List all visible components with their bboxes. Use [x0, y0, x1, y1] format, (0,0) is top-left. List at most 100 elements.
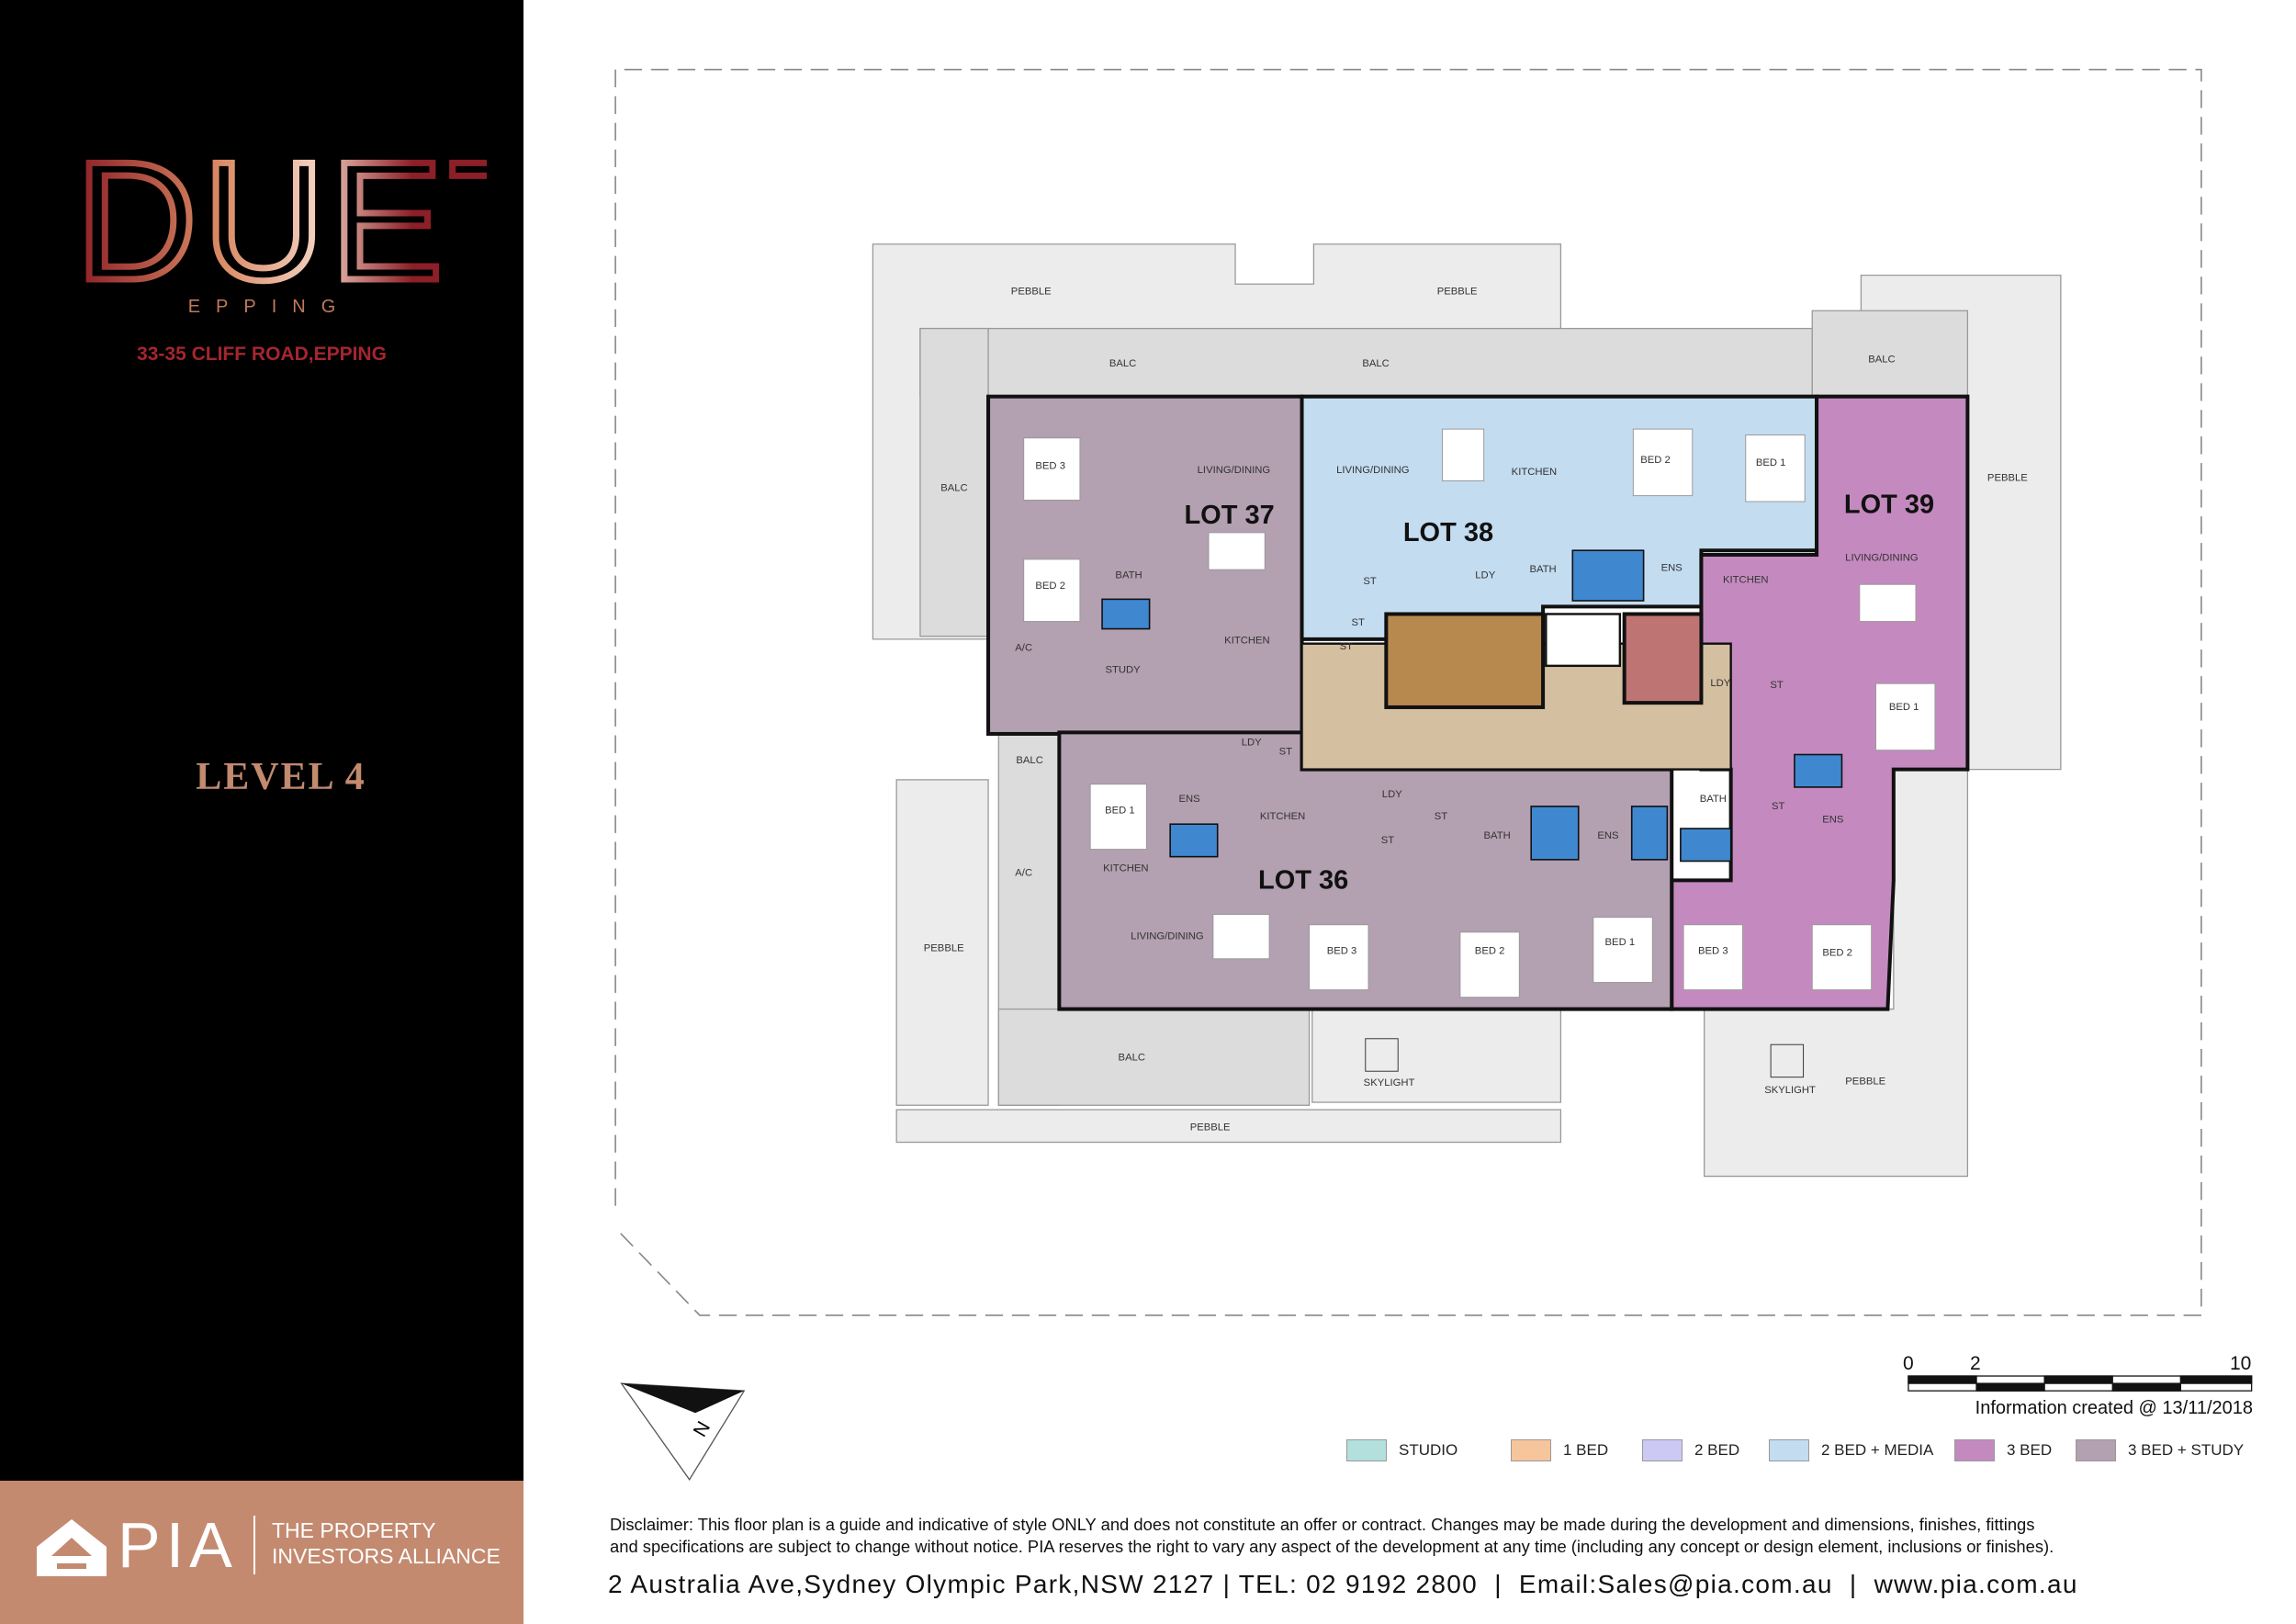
pia-branding: PIA THE PROPERTY INVESTORS ALLIANCE [0, 1481, 523, 1624]
room-label: BATH [1484, 830, 1511, 841]
beds [1023, 428, 1936, 1078]
room-label: ENS [1822, 814, 1843, 825]
room-label: BED 2 [1475, 946, 1505, 957]
stairs [1384, 612, 1546, 709]
room-label: ST [1381, 835, 1395, 846]
room-label: LIVING/DINING [1845, 552, 1919, 563]
units [986, 394, 1970, 1011]
room-label: BED 3 [1698, 946, 1728, 957]
lot-label: LOT 37 [1184, 501, 1274, 530]
room-label: ST [1770, 680, 1784, 691]
pia-tagline: THE PROPERTY INVESTORS ALLIANCE [272, 1517, 501, 1569]
pia-logo-text: PIA [118, 1509, 238, 1581]
legend-item: 1 BED [1511, 1439, 1608, 1461]
room-label: PEBBLE [1845, 1076, 1885, 1087]
room-label: PEBBLE [1011, 286, 1052, 297]
room-label: ENS [1179, 794, 1200, 805]
legend-swatch [1769, 1439, 1809, 1461]
bathrooms [1101, 549, 1843, 863]
room-label: BALC [1868, 354, 1895, 365]
room-label: KITCHEN [1224, 635, 1269, 646]
room-label: LIVING/DINING [1336, 465, 1409, 476]
disclaimer-line: and specifications are subject to change… [610, 1537, 2054, 1556]
room-label: LIVING/DINING [1198, 465, 1271, 476]
room-label: BALC [1109, 358, 1136, 369]
legend-swatch [1642, 1439, 1683, 1461]
north-label: N [690, 1418, 715, 1441]
lot-label: LOT 38 [1403, 518, 1493, 547]
site-boundary [614, 68, 2202, 1316]
divider [253, 1516, 255, 1574]
room-label: ST [1772, 801, 1785, 812]
north-arrow: N [620, 1382, 746, 1481]
legend-item: 3 BED + STUDY [2076, 1439, 2244, 1461]
room-label: LDY [1242, 738, 1262, 749]
scale-bar [1908, 1375, 2253, 1392]
legend-swatch [1954, 1439, 1995, 1461]
room-label: PEBBLE [1190, 1122, 1231, 1133]
room-label: ST [1352, 617, 1366, 628]
legend-swatch [1511, 1439, 1551, 1461]
house-logo-icon [37, 1519, 107, 1576]
room-label: ENS [1597, 830, 1618, 841]
room-label: BED 1 [1889, 702, 1919, 713]
legend-label: 2 BED [1694, 1441, 1740, 1459]
room-label: A/C [1015, 867, 1032, 878]
room-label: ST [1279, 746, 1293, 757]
disclaimer-line: Disclaimer: This floor plan is a guide a… [610, 1515, 2035, 1534]
room-label: BED 1 [1605, 937, 1636, 948]
room-label: KITCHEN [1260, 811, 1305, 822]
room-label: BALC [1016, 755, 1042, 766]
room-label: PEBBLE [1437, 286, 1478, 297]
legend-item: 3 BED [1954, 1439, 2052, 1461]
room-label: BED 1 [1105, 806, 1135, 817]
room-label: BATH [1700, 794, 1727, 805]
legend-swatch [2076, 1439, 2116, 1461]
legend-label: 3 BED [2007, 1441, 2053, 1459]
room-label: PEBBLE [1987, 472, 2028, 483]
lift [1622, 612, 1704, 705]
lot-label: LOT 39 [1844, 491, 1934, 520]
room-label: BATH [1115, 570, 1142, 581]
room-label: BATH [1529, 564, 1556, 575]
scale-tick: 2 [1970, 1353, 1981, 1374]
tagline-line: THE PROPERTY [272, 1518, 436, 1542]
lot-label: LOT 36 [1258, 866, 1348, 896]
room-label: A/C [1015, 643, 1032, 654]
room-labels: PEBBLE PEBBLE BALC BALC BALC PEBBLE BALC BED 3 L… [924, 286, 2028, 1133]
room-label: BALC [940, 483, 967, 494]
legend-label: STUDIO [1399, 1441, 1458, 1459]
room-label: BED 2 [1822, 947, 1852, 958]
lot-labels: LOT 37 LOT 38 LOT 39 LOT 36 [1184, 491, 1934, 896]
room-label: ENS [1661, 563, 1683, 574]
legend-label: 3 BED + STUDY [2128, 1441, 2245, 1459]
svg-text:DUET: DUET [75, 156, 487, 289]
room-label: BALC [1362, 358, 1389, 369]
room-label: ST [1340, 641, 1354, 652]
contact-line: 2 Australia Ave,Sydney Olympic Park,NSW … [608, 1570, 2078, 1598]
scale-tick: 10 [2230, 1353, 2252, 1374]
room-label: BED 1 [1756, 457, 1786, 468]
tagline-line: INVESTORS ALLIANCE [272, 1544, 501, 1568]
address-text: 33-35 CLIFF ROAD,EPPING [137, 344, 387, 365]
room-label: KITCHEN [1512, 467, 1557, 478]
room-label: BED 2 [1640, 455, 1671, 466]
level-title: LEVEL 4 [196, 756, 366, 798]
room-label: KITCHEN [1103, 863, 1148, 874]
room-label: BED 3 [1327, 946, 1357, 957]
room-label: PEBBLE [924, 942, 964, 953]
room-label: LDY [1710, 678, 1730, 689]
legend-item: 2 BED [1642, 1439, 1739, 1461]
legend-label: 2 BED + MEDIA [1821, 1441, 1934, 1459]
disclaimer: Disclaimer: This floor plan is a guide a… [610, 1514, 2263, 1558]
scale-tick: 0 [1903, 1353, 1914, 1374]
room-label: ST [1363, 576, 1377, 587]
room-label: ST [1435, 811, 1448, 822]
room-label: LDY [1382, 789, 1402, 800]
duet-logo: DUET [73, 156, 487, 289]
room-label: LIVING/DINING [1131, 931, 1204, 942]
legend-item: STUDIO [1346, 1439, 1458, 1461]
room-label: SKYLIGHT [1364, 1077, 1415, 1088]
legend-item: 2 BED + MEDIA [1769, 1439, 1933, 1461]
